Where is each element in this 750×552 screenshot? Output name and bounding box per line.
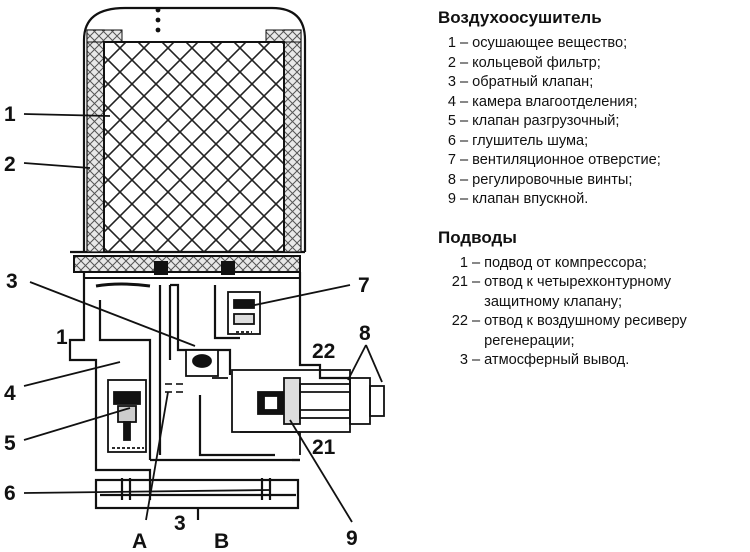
callout-3-outlet: 3	[174, 512, 186, 535]
item-number: 3	[447, 74, 456, 90]
parts-item: 2–кольцевой фильтр;	[438, 54, 748, 74]
supplies-item: 3–атмосферный вывод.	[438, 351, 748, 371]
parts-item: 4–камера влагоотделения;	[438, 93, 748, 113]
ring-filter-right	[283, 29, 302, 253]
item-dash: –	[472, 254, 481, 271]
item-number: 21	[451, 274, 468, 290]
item-dash: –	[460, 54, 469, 71]
parts-list: 1–осушающее вещество; 2–кольцевой фильтр…	[438, 34, 748, 210]
item-text: отвод к воздушному ресиверу регенерации;	[484, 313, 687, 349]
callout-4: 4	[4, 382, 16, 405]
parts-item: 8–регулировочные винты;	[438, 171, 748, 191]
vent-chamber	[227, 291, 261, 335]
item-text: клапан разгрузочный;	[472, 113, 620, 129]
supplies-item: 22–отвод к воздушному ресиверу регенерац…	[438, 312, 748, 351]
callout-22: 22	[312, 340, 335, 363]
item-number: 2	[447, 54, 456, 71]
item-number: 5	[447, 113, 456, 129]
item-dash: –	[472, 313, 481, 329]
item-text: отвод к четырехконтурному защитному клап…	[484, 274, 672, 310]
check-valve	[185, 349, 228, 379]
item-number: 3	[459, 352, 468, 368]
callout-b: B	[214, 530, 229, 552]
valve-body	[68, 272, 350, 520]
item-number: 1	[459, 254, 468, 271]
item-dash: –	[460, 35, 469, 51]
item-number: 6	[447, 132, 456, 149]
callout-6: 6	[4, 482, 16, 505]
chamber-marks	[165, 383, 183, 393]
legend: Воздухоосушитель 1–осушающее вещество; 2…	[438, 8, 748, 371]
item-text: камера влагоотделения;	[472, 93, 638, 110]
callout-5: 5	[4, 432, 16, 455]
relief-valve	[107, 379, 147, 453]
item-number: 22	[451, 313, 468, 329]
item-text: вентиляционное отверстие;	[472, 152, 661, 168]
item-number: 7	[447, 152, 456, 168]
supplies-item: 1–подвод от компрессора;	[438, 254, 748, 274]
leader-lines	[23, 113, 383, 523]
item-number: 8	[447, 171, 456, 188]
ring-filter-top-left	[86, 29, 123, 43]
parts-item: 9–клапан впускной.	[438, 190, 748, 210]
item-text: атмосферный вывод.	[484, 352, 630, 368]
callout-2: 2	[4, 153, 16, 176]
callout-labels: 1 2 3 1 4 5 6 7 8 22 21 9 A 3 B	[4, 103, 371, 552]
callout-9: 9	[346, 527, 358, 550]
item-dash: –	[460, 191, 469, 207]
parts-item: 7–вентиляционное отверстие;	[438, 151, 748, 171]
item-dash: –	[472, 352, 481, 368]
item-number: 4	[447, 93, 456, 110]
parts-item: 3–обратный клапан;	[438, 73, 748, 93]
item-dash: –	[460, 152, 469, 168]
callout-1: 1	[4, 103, 16, 126]
callout-1-inlet: 1	[56, 326, 68, 349]
desiccant-mesh	[103, 41, 285, 253]
item-dash: –	[460, 113, 469, 129]
supplies-title: Подводы	[438, 227, 517, 247]
flange	[73, 255, 301, 288]
item-text: осушающее вещество;	[472, 35, 628, 51]
ring-filter-top-right	[265, 29, 302, 43]
callout-21: 21	[312, 436, 336, 459]
callout-3: 3	[6, 270, 18, 293]
callout-a: A	[132, 530, 147, 552]
callout-8: 8	[359, 322, 371, 345]
item-dash: –	[460, 93, 469, 110]
air-dryer-diagram: 1 2 3 1 4 5 6 7 8 22 21 9 A 3 B	[4, 6, 385, 552]
parts-item: 6–глушитель шума;	[438, 132, 748, 152]
supplies-item: 21–отвод к четырехконтурному защитному к…	[438, 273, 748, 312]
item-dash: –	[460, 132, 469, 149]
item-text: регулировочные винты;	[472, 171, 633, 188]
item-text: кольцевой фильтр;	[472, 54, 601, 71]
intake-valve	[231, 369, 385, 455]
supplies-list: 1–подвод от компрессора; 21–отвод к четы…	[438, 254, 748, 371]
item-text: подвод от компрессора;	[484, 254, 647, 271]
item-text: обратный клапан;	[472, 74, 594, 90]
parts-title: Воздухоосушитель	[438, 8, 602, 27]
item-dash: –	[460, 171, 469, 188]
item-text: глушитель шума;	[472, 132, 589, 149]
item-dash: –	[472, 274, 481, 290]
ring-filter-left	[86, 29, 105, 253]
callout-7: 7	[358, 274, 370, 297]
item-number: 1	[447, 35, 456, 51]
canister-top-dots	[155, 7, 161, 33]
item-text: клапан впускной.	[472, 191, 589, 207]
item-number: 9	[447, 191, 456, 207]
parts-item: 1–осушающее вещество;	[438, 34, 748, 54]
item-dash: –	[460, 74, 469, 90]
parts-item: 5–клапан разгрузочный;	[438, 112, 748, 132]
